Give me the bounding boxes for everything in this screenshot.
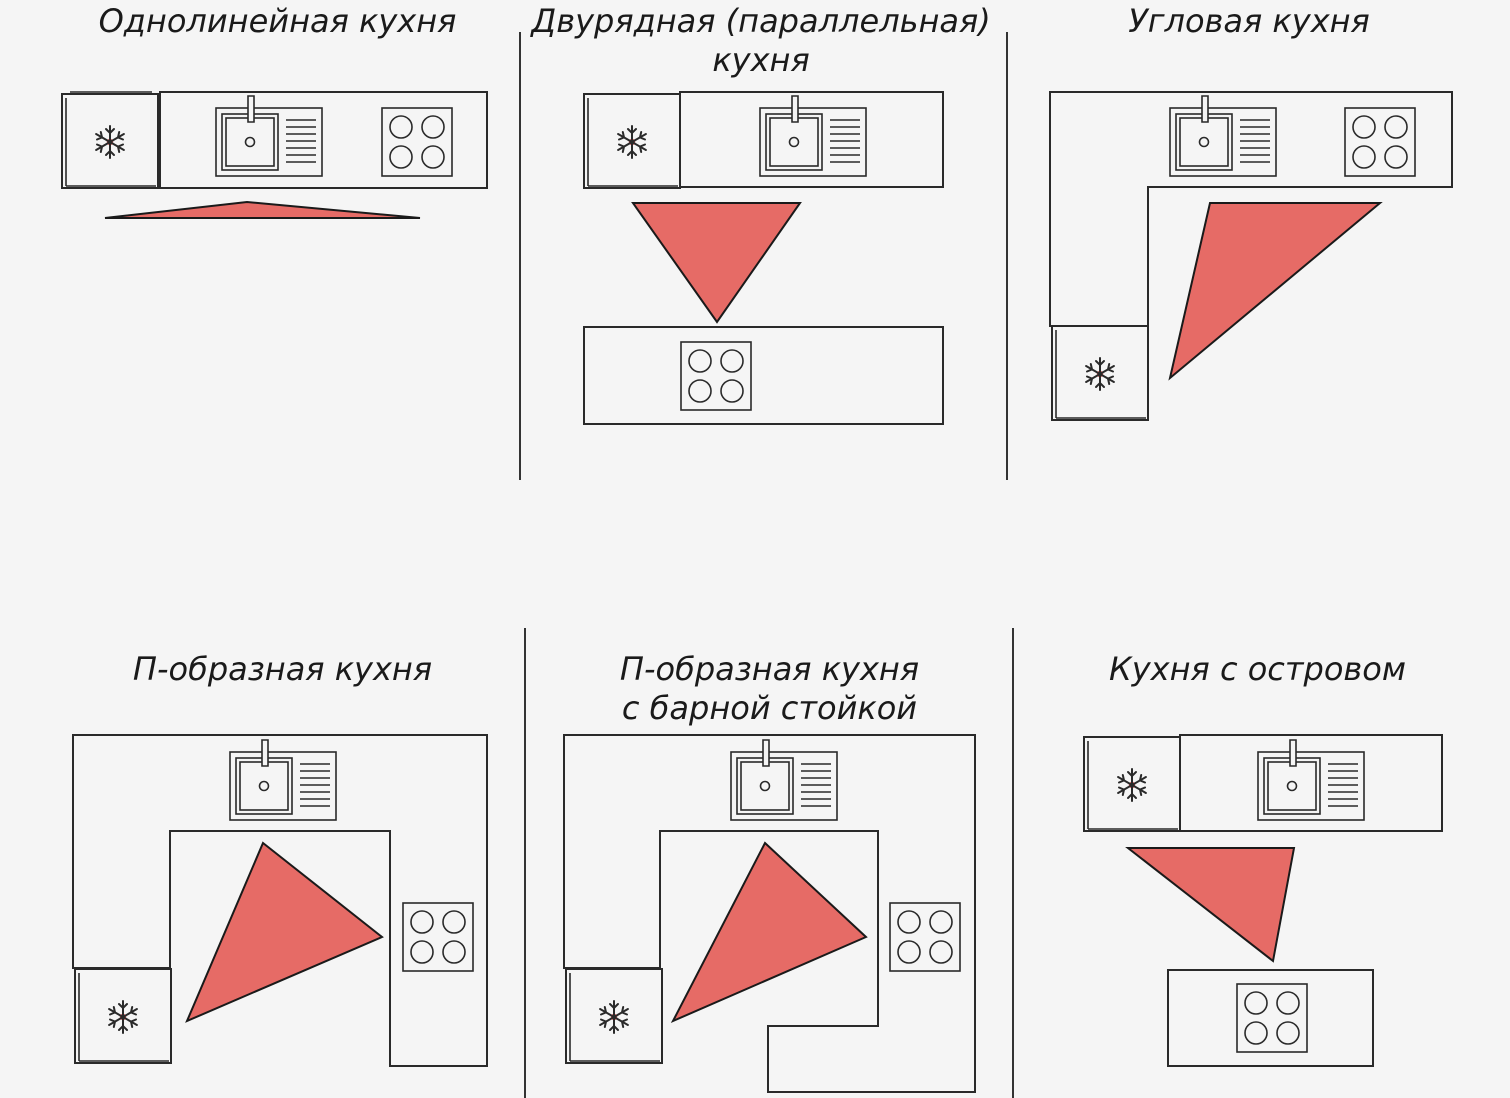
counter-l — [1049, 91, 1453, 327]
title-single-line-kitchen: Однолинейная кухня — [40, 2, 515, 41]
counter — [159, 91, 488, 189]
fridge-icon — [584, 94, 680, 188]
title-island-line-1: Кухня с островом — [1109, 650, 1406, 688]
fridge-icon — [1052, 326, 1148, 420]
title-u-shaped-line-1: П-образная кухня — [132, 650, 433, 688]
fridge-icon — [62, 91, 158, 188]
work-triangle — [1168, 202, 1383, 381]
u-shaped-bar-kitchen-plan — [563, 734, 976, 1093]
single-line-kitchen-plan — [62, 91, 488, 219]
title-corner-line-1: Угловая кухня — [1128, 2, 1370, 40]
title-parallel-line-1: Двурядная (параллельная) — [531, 2, 991, 40]
title-u-shaped-bar-kitchen: П-образная кухня с барной стойкой — [527, 650, 1012, 728]
counter-wall — [1179, 734, 1443, 832]
title-island-kitchen: Кухня с островом — [1015, 650, 1500, 689]
title-parallel-kitchen: Двурядная (параллельная) кухня — [522, 2, 1000, 80]
work-triangle — [1125, 847, 1296, 963]
counter-bottom — [583, 326, 944, 425]
fridge-icon — [75, 969, 171, 1063]
title-single-line-line-1: Однолинейная кухня — [98, 2, 457, 40]
title-u-shaped-bar-line-2: с барной стойкой — [621, 689, 918, 727]
corner-kitchen-plan — [1049, 91, 1453, 420]
island-counter — [1167, 969, 1374, 1067]
work-triangle — [104, 200, 421, 219]
work-triangle — [185, 841, 384, 1023]
fridge-icon — [1084, 737, 1180, 831]
parallel-kitchen-plan — [583, 91, 944, 425]
title-corner-kitchen: Угловая кухня — [1010, 2, 1488, 41]
work-triangle — [631, 202, 802, 324]
u-shaped-kitchen-plan — [72, 734, 488, 1067]
work-triangle — [670, 841, 868, 1024]
title-u-shaped-kitchen: П-образная кухня — [40, 650, 525, 689]
fridge-icon — [566, 969, 662, 1063]
title-u-shaped-bar-line-1: П-образная кухня — [619, 650, 920, 688]
counter-top — [679, 91, 944, 188]
island-kitchen-plan — [1084, 734, 1443, 1067]
title-parallel-line-2: кухня — [712, 41, 810, 79]
